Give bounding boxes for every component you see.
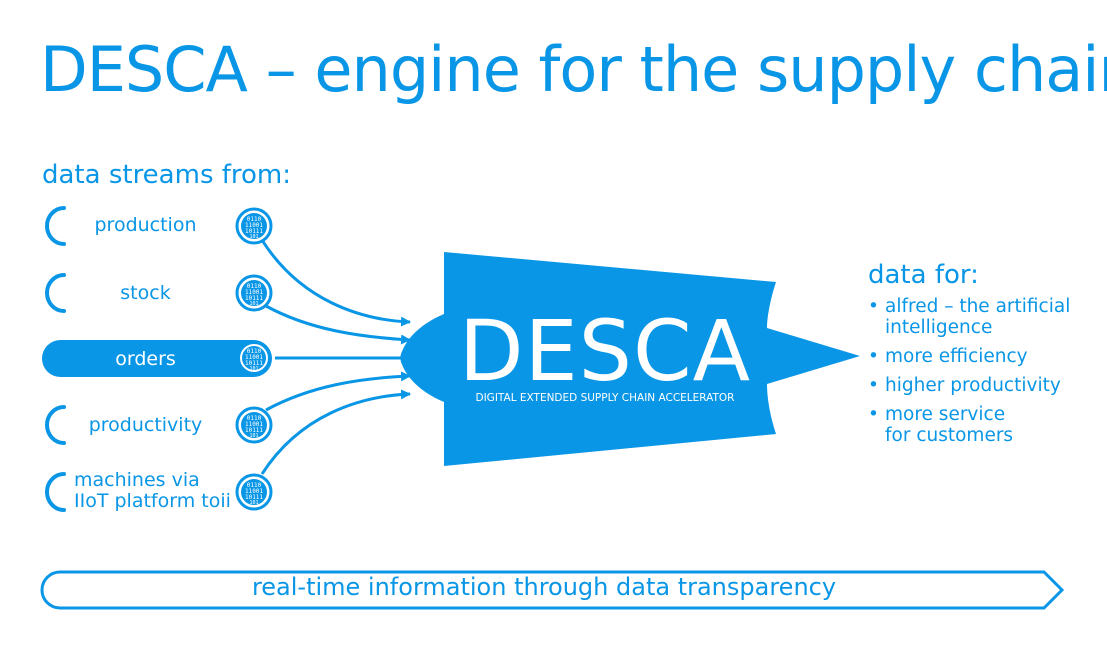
stream-bracket-production bbox=[45, 206, 66, 246]
binary-data-icon: 0110 11001 10111 101 bbox=[238, 342, 270, 374]
svg-text:10111: 10111 bbox=[245, 427, 263, 434]
svg-text:11001: 11001 bbox=[245, 289, 263, 296]
svg-text:10111: 10111 bbox=[245, 228, 263, 235]
svg-text:11001: 11001 bbox=[245, 222, 263, 229]
stream-bracket-stock bbox=[45, 273, 66, 313]
data-for-item: more efficiency bbox=[868, 346, 1070, 367]
svg-text:0110: 0110 bbox=[247, 283, 262, 290]
stream-label-stock: stock bbox=[120, 282, 171, 304]
orders-pill bbox=[42, 340, 272, 377]
streams-heading: data streams from: bbox=[42, 160, 292, 190]
data-for-item: alfred – the artificial intelligence bbox=[868, 296, 1070, 338]
svg-text:11001: 11001 bbox=[245, 354, 263, 361]
svg-text:10111: 10111 bbox=[245, 360, 263, 367]
binary-data-icon: 0110 11001 10111 101 bbox=[235, 406, 273, 444]
data-for-heading: data for: bbox=[868, 260, 979, 290]
svg-text:101: 101 bbox=[249, 301, 258, 307]
svg-text:11001: 11001 bbox=[245, 488, 263, 495]
flow-arrow-machines bbox=[260, 389, 411, 475]
binary-data-icon: 0110 11001 10111 101 bbox=[235, 274, 273, 312]
binary-data-icon: 0110 11001 10111 101 bbox=[235, 207, 273, 245]
engine-name: DESCA bbox=[458, 302, 752, 400]
stream-bracket-productivity bbox=[45, 405, 66, 445]
svg-text:101: 101 bbox=[249, 366, 258, 372]
page-title: DESCA – engine for the supply chain bbox=[40, 33, 1107, 106]
engine-subtitle: DIGITAL EXTENDED SUPPLY CHAIN ACCELERATO… bbox=[475, 392, 735, 404]
flow-arrow-production bbox=[260, 239, 411, 327]
flow-arrow-productivity bbox=[265, 371, 411, 412]
svg-text:101: 101 bbox=[249, 500, 258, 506]
banner-text: real-time information through data trans… bbox=[251, 573, 837, 601]
svg-text:10111: 10111 bbox=[245, 295, 263, 302]
svg-text:101: 101 bbox=[249, 234, 258, 240]
desca-engine-shape bbox=[400, 252, 860, 466]
binary-data-icon: 0110 11001 10111 101 bbox=[235, 473, 273, 511]
stream-label-productivity: productivity bbox=[88, 414, 203, 436]
stream-bracket-machines bbox=[45, 472, 66, 512]
svg-text:0110: 0110 bbox=[247, 216, 262, 223]
data-for-item: higher productivity bbox=[868, 375, 1070, 396]
data-for-list: alfred – the artificial intelligence mor… bbox=[868, 296, 1070, 454]
svg-text:101: 101 bbox=[249, 433, 258, 439]
svg-text:0110: 0110 bbox=[247, 348, 262, 355]
banner-arrow-outline bbox=[40, 570, 1065, 610]
flow-arrow-stock bbox=[265, 304, 411, 345]
data-for-item: more service for customers bbox=[868, 404, 1070, 446]
stream-label-machines: machines via IIoT platform toii bbox=[74, 469, 231, 512]
svg-text:0110: 0110 bbox=[247, 415, 262, 422]
stream-label-orders: orders bbox=[115, 348, 176, 370]
svg-text:10111: 10111 bbox=[245, 494, 263, 501]
svg-text:11001: 11001 bbox=[245, 421, 263, 428]
svg-text:0110: 0110 bbox=[247, 482, 262, 489]
stream-label-production: production bbox=[94, 214, 197, 236]
